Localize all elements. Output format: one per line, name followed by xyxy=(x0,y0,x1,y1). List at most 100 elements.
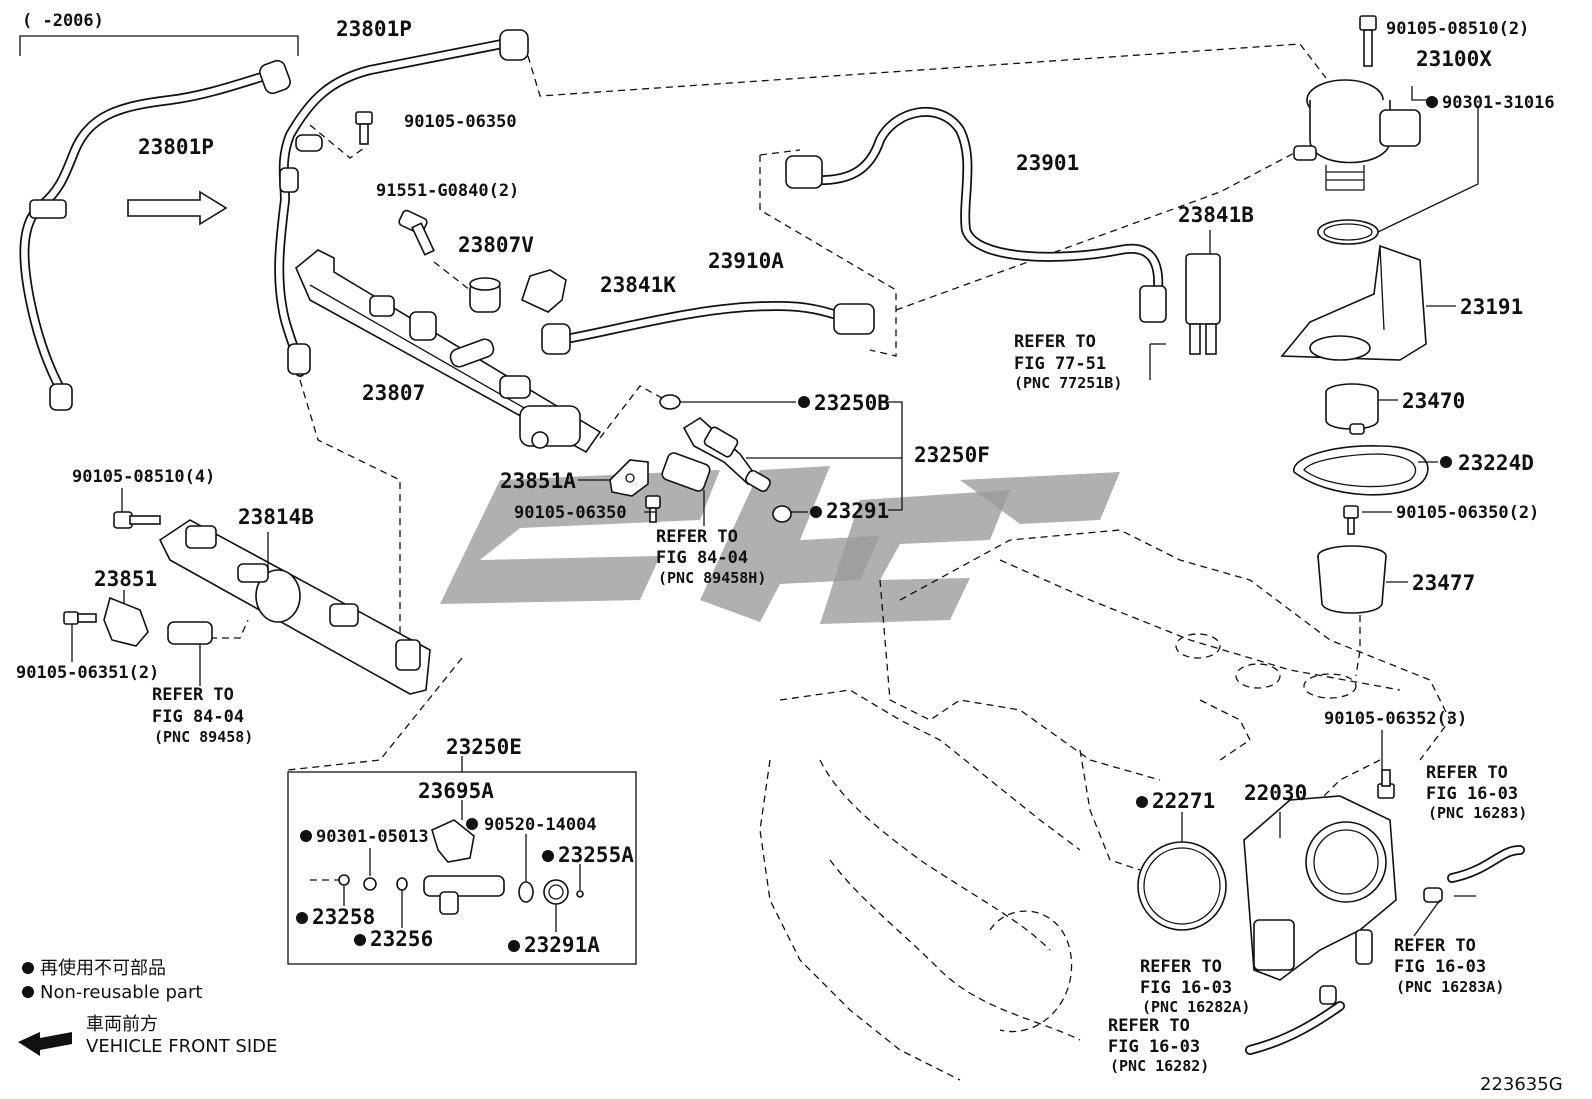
bracket-23191 xyxy=(1280,244,1427,361)
sensor-23851 xyxy=(103,596,149,647)
label-90105-06350-a: 90105-06350 xyxy=(404,112,517,132)
seal-23291 xyxy=(772,505,792,523)
label-23807v: 23807V xyxy=(458,233,534,257)
oring-23250b xyxy=(659,394,681,410)
ref-16283a-line3: (PNC 16283A) xyxy=(1396,978,1504,996)
ref-77-51-line1: REFER TO xyxy=(1014,332,1096,352)
label-90520-14004: 90520-14004 xyxy=(484,815,597,835)
bolt-90105-06351 xyxy=(63,611,97,625)
legend-dots xyxy=(22,962,34,998)
ref-16283-line1: REFER TO xyxy=(1426,763,1508,783)
label-90105-08510-2: 90105-08510(2) xyxy=(1386,19,1529,39)
gasket-23224d xyxy=(1293,444,1429,496)
label-23291a: 23291A xyxy=(524,933,600,957)
label-23477: 23477 xyxy=(1412,571,1475,595)
fuel-tube-23901 xyxy=(785,107,1167,323)
ref-84-04-line1: REFER TO xyxy=(152,685,234,705)
label-90105-06351: 90105-06351(2) xyxy=(16,663,159,683)
label-22271: 22271 xyxy=(1152,789,1215,813)
front-arrow-bottom xyxy=(18,1032,72,1056)
delivery-pipe-23814b xyxy=(158,519,431,695)
fuel-pipe-23801p-old xyxy=(19,59,291,411)
ref-84-04h-line1: REFER TO xyxy=(656,527,738,547)
label-23801p-a: 23801P xyxy=(336,17,412,41)
ref-16282a-line1: REFER TO xyxy=(1140,957,1222,977)
legend: 再使用不可部品 Non-reusable part 車両前方 VEHICLE F… xyxy=(40,958,1563,1095)
label-23255a: 23255A xyxy=(558,843,634,867)
housing-23477 xyxy=(1317,545,1387,614)
ref-16282-line2: FIG 16-03 xyxy=(1108,1037,1200,1057)
sensor-89458h xyxy=(661,452,711,526)
label-23470: 23470 xyxy=(1402,389,1465,413)
bolt-90105-06350-a xyxy=(355,111,373,145)
gasket-22271 xyxy=(1137,841,1227,931)
label-91551-g0840: 91551-G0840(2) xyxy=(376,181,519,201)
guide-lines xyxy=(210,43,1381,801)
label-23224d: 23224D xyxy=(1458,451,1534,475)
leader-23250f xyxy=(886,401,903,511)
label-23851: 23851 xyxy=(94,567,157,591)
sensor-89458 xyxy=(167,621,213,645)
spacer-23807v xyxy=(469,277,501,313)
label-23695a: 23695A xyxy=(418,779,494,803)
diagram-code: 223635G xyxy=(1480,1074,1563,1095)
fuel-pump-23100x xyxy=(1293,79,1421,245)
water-hoses xyxy=(1149,343,1525,1055)
label-23841k: 23841K xyxy=(600,273,676,297)
front-direction-arrow xyxy=(127,190,228,226)
fuel-pipe-23801p xyxy=(274,29,529,377)
legend-en: Non-reusable part xyxy=(40,982,202,1003)
clamp-23841k xyxy=(521,269,567,313)
engine-outline xyxy=(759,529,1451,1081)
ref-77-51-line3: (PNC 77251B) xyxy=(1014,374,1122,392)
label-90301-05013: 90301-05013 xyxy=(316,827,429,847)
label-23801p-b: 23801P xyxy=(138,135,214,159)
label-90105-06352: 90105-06352(3) xyxy=(1324,709,1467,729)
ref-16283a-line1: REFER TO xyxy=(1394,936,1476,956)
ref-84-04h-line2: FIG 84-04 xyxy=(656,548,748,568)
lifter-23470 xyxy=(1325,383,1379,435)
ref-16283-line3: (PNC 16283) xyxy=(1428,804,1527,822)
clamp-23841b xyxy=(1185,230,1221,355)
label-23851a: 23851A xyxy=(500,469,576,493)
bolt-90105-06352 xyxy=(1377,769,1395,799)
leader-90301-31016 xyxy=(1411,86,1432,101)
kit-parts xyxy=(310,800,584,932)
refer-notes: REFER TO FIG 77-51 (PNC 77251B) REFER TO… xyxy=(152,332,1527,1075)
ref-77-51-line2: FIG 77-51 xyxy=(1014,354,1106,374)
bolt-90105-06350-b xyxy=(645,495,661,523)
range-bracket xyxy=(19,35,299,56)
label-90105-06350-b: 90105-06350 xyxy=(514,503,627,523)
label-23901: 23901 xyxy=(1016,151,1079,175)
ref-16282-line3: (PNC 16282) xyxy=(1110,1057,1209,1075)
label-23250e: 23250E xyxy=(446,735,522,759)
injector-23250f xyxy=(682,417,771,493)
front-label-jp: 車両前方 xyxy=(86,1014,158,1035)
injector-kit-box xyxy=(287,756,637,965)
ref-16283a-line2: FIG 16-03 xyxy=(1394,957,1486,977)
bolt-90105-06350-2 xyxy=(1343,505,1359,535)
ref-16283-line2: FIG 16-03 xyxy=(1426,784,1518,804)
bolt-91551-g0840 xyxy=(398,209,435,256)
non-reusable-markers xyxy=(296,96,1452,952)
legend-jp: 再使用不可部品 xyxy=(40,958,166,979)
ref-84-04h-line3: (PNC 89458H) xyxy=(658,569,766,587)
bracket-23851a xyxy=(609,459,649,497)
bolt-90105-08510-2 xyxy=(1359,15,1377,67)
fuel-hose-23910a xyxy=(541,300,875,355)
label-23291: 23291 xyxy=(826,499,889,523)
label-23841b: 23841B xyxy=(1178,203,1254,227)
label-23814b: 23814B xyxy=(238,505,314,529)
label-90105-08510-4: 90105-08510(4) xyxy=(72,467,215,487)
label-23250f: 23250F xyxy=(914,443,990,467)
label-90301-31016: 90301-31016 xyxy=(1442,93,1555,113)
ref-84-04-line3: (PNC 89458) xyxy=(154,728,253,746)
label-23910a: 23910A xyxy=(708,249,784,273)
throttle-body-22030 xyxy=(1243,795,1397,981)
front-label-en: VEHICLE FRONT SIDE xyxy=(86,1036,277,1057)
label-23250b: 23250B xyxy=(814,391,890,415)
label-23258: 23258 xyxy=(312,905,375,929)
range-label: ( -2006) xyxy=(22,11,104,31)
ref-16282-line1: REFER TO xyxy=(1108,1016,1190,1036)
